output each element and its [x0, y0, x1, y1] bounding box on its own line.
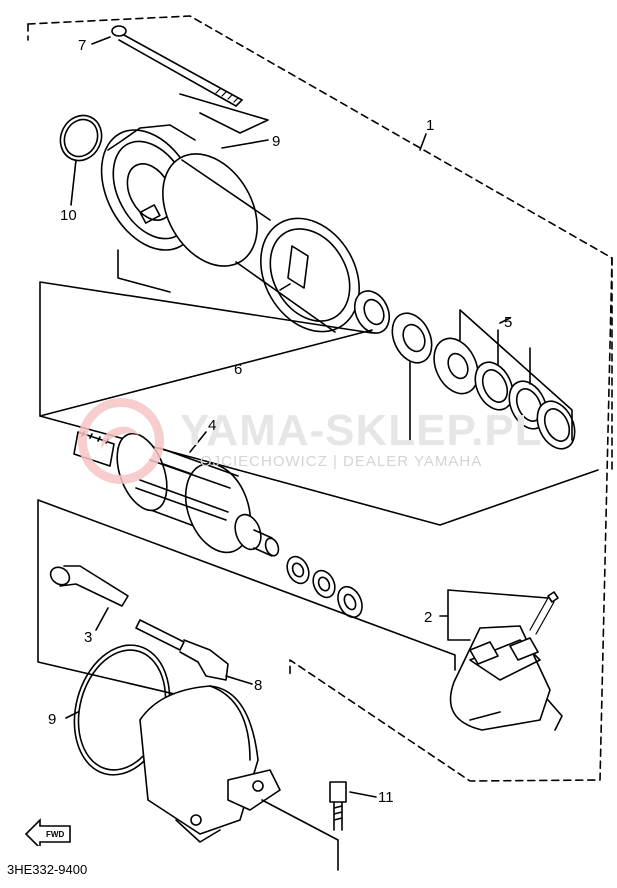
- lower-group-bracket: [37, 499, 456, 701]
- spacers: [286, 555, 363, 619]
- leader-5: [499, 317, 511, 324]
- callout-10: 10: [60, 207, 77, 224]
- leader-1: [419, 133, 427, 151]
- lead-wire-part-3: [49, 565, 129, 607]
- callout-2: 2: [424, 609, 433, 626]
- leader-4: [189, 431, 207, 453]
- callout-3: 3: [84, 629, 93, 646]
- watermark-text: YAMA-SKLEP.PL: [180, 406, 543, 455]
- assembly-boundary-dashed: [27, 15, 613, 782]
- through-bolt-part-7: [111, 25, 243, 107]
- washer-set-part-5: [433, 309, 576, 450]
- rear-cover: [139, 685, 281, 843]
- diagram-code: 3HE332-9400: [7, 862, 88, 877]
- fwd-arrow-icon: FWD: [24, 818, 71, 846]
- callout-9-upper: 9: [272, 133, 281, 150]
- watermark-subtitle: OJCIECHOWICZ | DEALER YAMAHA: [200, 453, 483, 470]
- leader-8: [225, 675, 253, 685]
- callout-7: 7: [78, 37, 87, 54]
- leader-11: [349, 791, 377, 798]
- o-ring-part-10: [59, 114, 103, 162]
- upper-group-bracket: [117, 93, 269, 293]
- fwd-label: FWD: [46, 830, 64, 839]
- callout-11: 11: [378, 789, 394, 806]
- callout-8: 8: [254, 677, 263, 694]
- leader-7: [91, 36, 111, 45]
- callout-9-lower: 9: [48, 711, 57, 728]
- rear-cover-leader: [261, 799, 339, 871]
- watermark-logo: [78, 398, 164, 484]
- bearing-and-seal: [353, 290, 433, 364]
- callout-1: 1: [426, 117, 435, 134]
- callout-6: 6: [234, 361, 243, 378]
- callout-4: 4: [208, 417, 217, 434]
- bolt-part-11: [329, 781, 347, 831]
- yoke-housing-part-6: [162, 145, 360, 333]
- lead-wire-part-8: [135, 619, 229, 681]
- leader-3: [95, 607, 109, 631]
- leader-9-lower: [65, 711, 79, 719]
- leader-9-upper: [221, 139, 269, 149]
- callout-5: 5: [504, 314, 513, 331]
- brush-holder-part-2: [447, 589, 563, 731]
- leader-10: [70, 159, 77, 206]
